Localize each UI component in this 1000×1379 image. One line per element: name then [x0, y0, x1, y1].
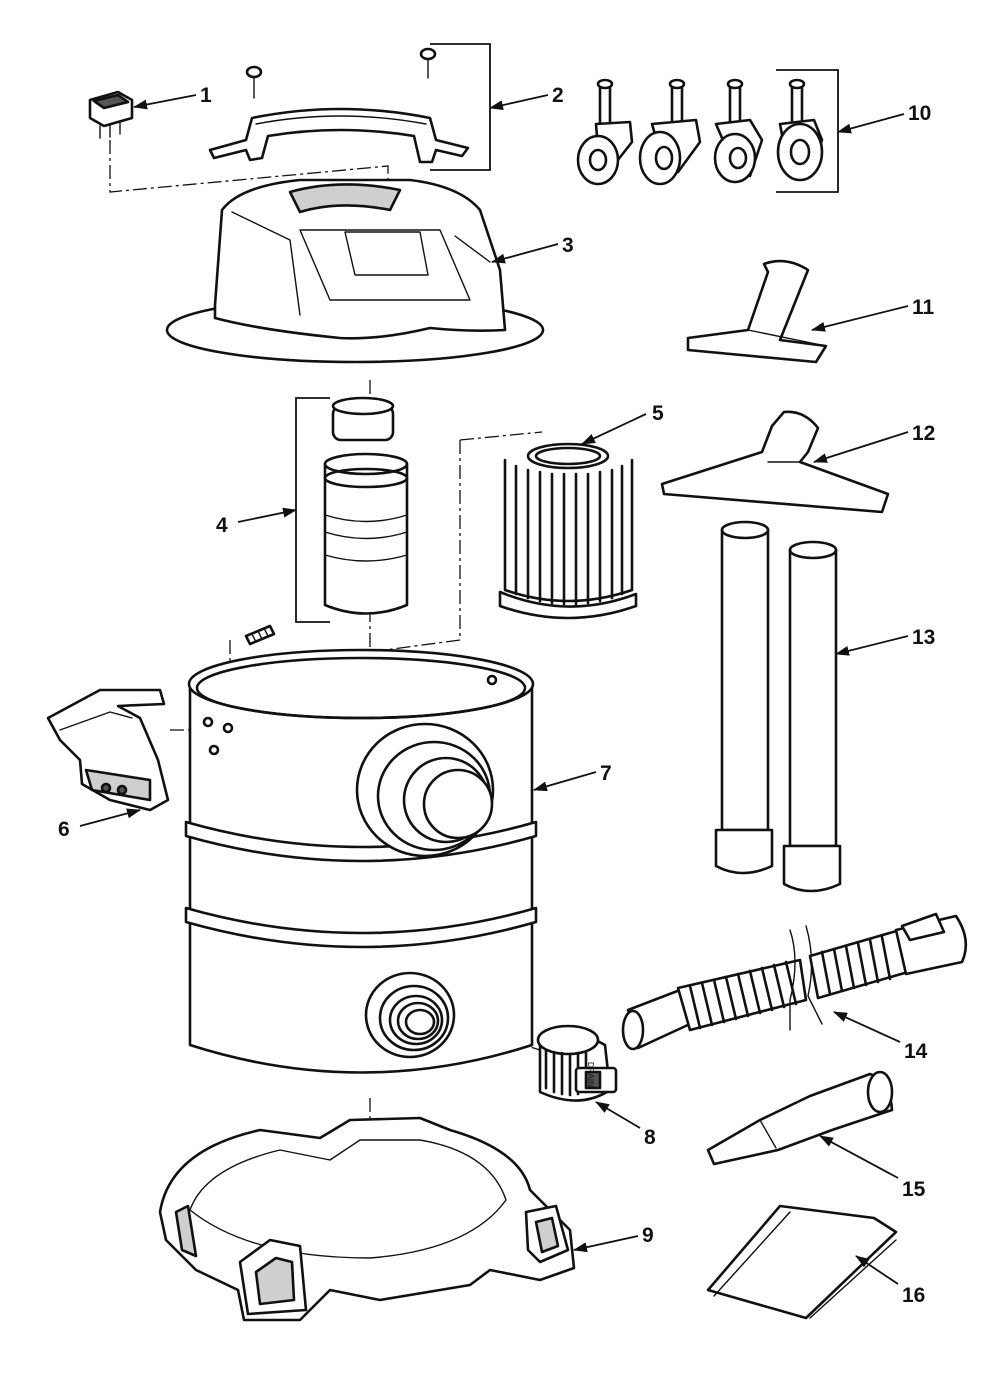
caster-base-part: [158, 1116, 576, 1322]
callout-14: 14: [904, 1040, 928, 1063]
crevice-tool-part: [706, 1070, 894, 1166]
extension-wand-2-part: [782, 540, 842, 893]
caster-4: [776, 78, 824, 182]
callout-15: 15: [902, 1178, 926, 1201]
callout-9: 9: [642, 1224, 654, 1247]
callout-12: 12: [912, 422, 935, 445]
caster-3: [713, 78, 764, 184]
canister-part: [184, 648, 538, 1074]
callout-10: 10: [908, 102, 931, 125]
callout-13: 13: [912, 626, 935, 649]
callout-1: 1: [200, 84, 212, 107]
hose-part: [621, 912, 968, 1051]
caster-2: [638, 78, 702, 186]
callout-11: 11: [912, 296, 935, 319]
caster-1: [576, 78, 634, 186]
latch-clip-part: [46, 688, 170, 812]
callout-2: 2: [552, 84, 564, 107]
floor-nozzle-part: [660, 410, 890, 514]
callout-8: 8: [644, 1126, 656, 1149]
handle-part: [208, 107, 470, 164]
extension-wand-1-part: [714, 520, 774, 875]
utility-nozzle-part: [686, 259, 828, 364]
power-switch-part: [88, 90, 134, 139]
manual-part: [706, 1204, 898, 1320]
drain-cap-text: DRAIN: [586, 1062, 595, 1087]
screw-left-part: [245, 65, 263, 99]
callout-6: 6: [58, 818, 70, 841]
callout-3: 3: [562, 234, 574, 257]
small-screw-part: [244, 624, 276, 646]
callout-arrows: [79, 94, 909, 1285]
pleated-filter-part: [498, 442, 638, 620]
callout-5: 5: [652, 402, 664, 425]
drain-cap-part: DRAIN: [536, 1024, 618, 1102]
caster-wheels-part: [576, 78, 824, 186]
screw-right-part: [419, 47, 437, 79]
callout-16: 16: [902, 1284, 925, 1307]
callout-4: 4: [216, 514, 228, 537]
callout-7: 7: [600, 762, 612, 785]
callout-numbers: 1 2 3 4 5 6 7 8 9 10 11 12 13 14 15 16: [58, 84, 935, 1307]
filter-cage-part: [323, 396, 409, 615]
motor-head-part: [165, 178, 545, 364]
